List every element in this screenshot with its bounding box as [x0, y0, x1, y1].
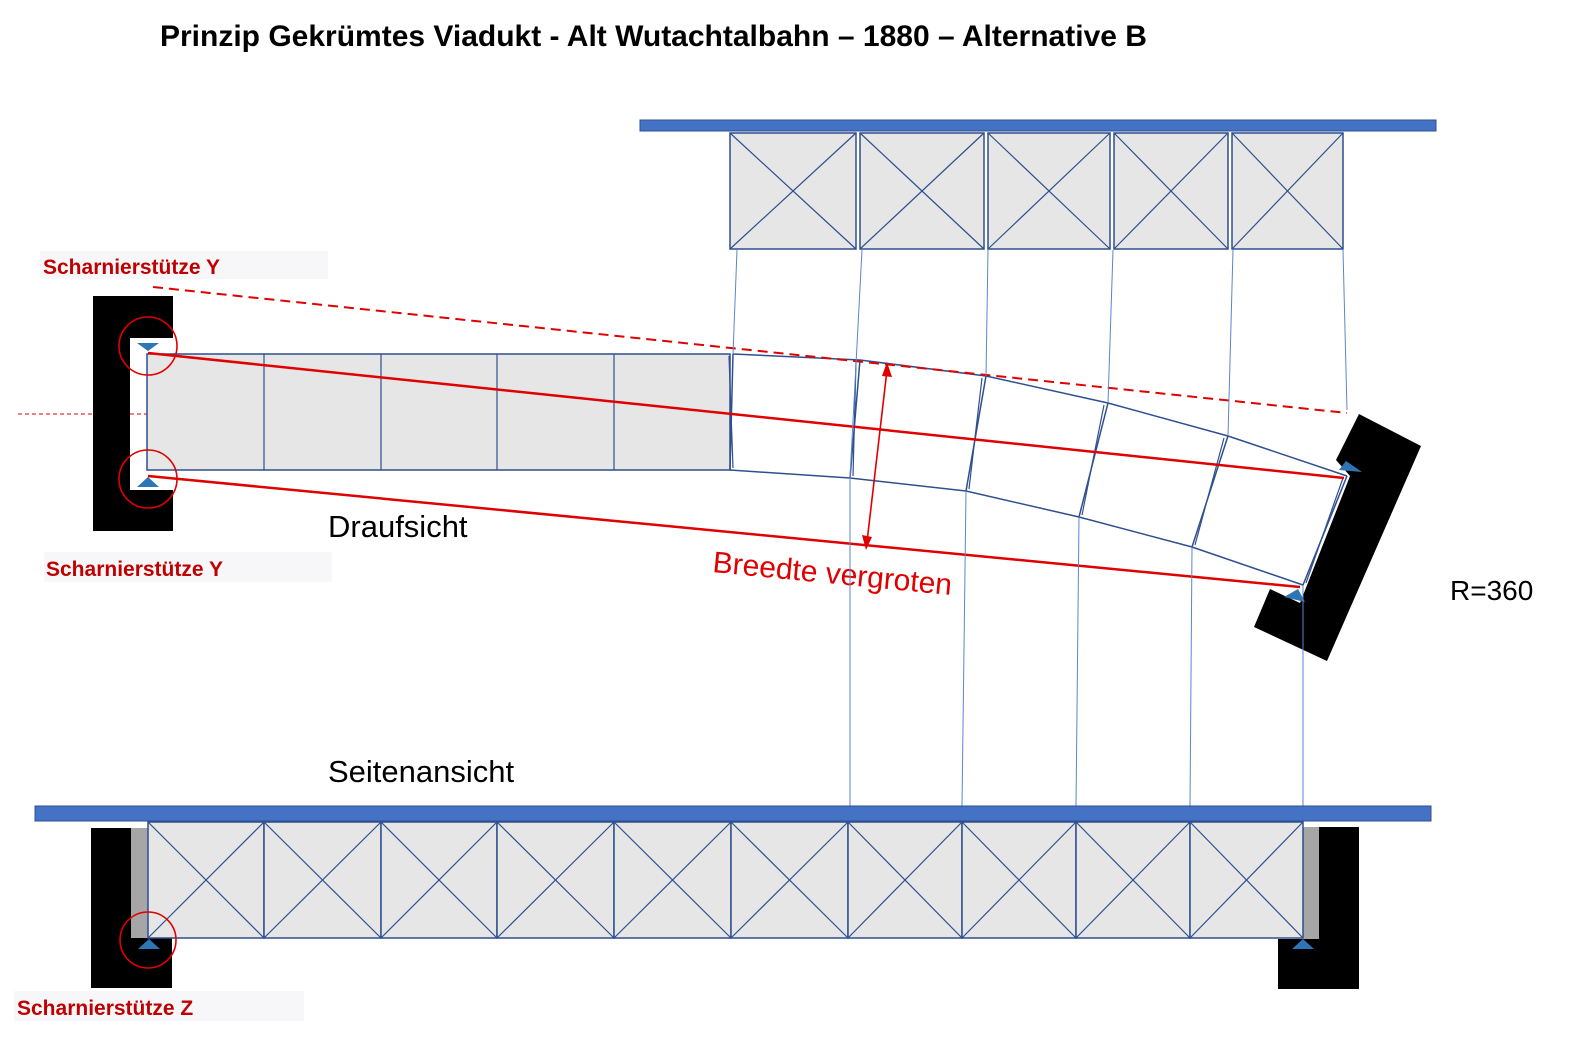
side-truss-panel	[496, 821, 615, 939]
curved-panel-divider	[728, 355, 734, 469]
projection-lines	[732, 249, 1348, 807]
diagram-title: Prinzip Gekrümtes Viadukt - Alt Wutachta…	[160, 20, 1147, 53]
projection-line	[961, 490, 967, 807]
curved-bottom-edge	[729, 469, 1304, 586]
upper-truss-panel	[1113, 132, 1229, 250]
projection-line	[1075, 516, 1080, 807]
side-hinge-right	[1292, 939, 1314, 949]
upper-deck-bar	[639, 119, 1437, 132]
upper-truss-panel	[987, 132, 1111, 250]
straight-deck	[146, 353, 731, 471]
side-truss-panel	[1075, 821, 1191, 939]
curved-panel-divider	[1194, 437, 1225, 546]
dashed-outer-line	[152, 286, 1348, 414]
curved-top-edge	[732, 353, 1348, 477]
side-left-abutment	[91, 828, 132, 988]
support-label-y-top: Scharnierstütze Y	[43, 256, 220, 279]
side-truss-panel	[147, 821, 265, 939]
upper-red-line	[147, 351, 1345, 480]
upper-truss-panels	[729, 132, 1344, 250]
projection-line	[849, 249, 863, 479]
upper-truss-panel	[1231, 132, 1344, 250]
side-right-abutment	[1318, 827, 1359, 989]
side-truss-panel	[847, 821, 963, 939]
width-increase-label: Breedte vergroten	[711, 546, 953, 602]
width-arrow	[862, 362, 892, 550]
side-truss-panels	[147, 821, 1304, 939]
curved-panel-divider	[1081, 404, 1105, 516]
curved-panel-divider	[1305, 477, 1344, 584]
radius-label: R=360	[1450, 575, 1533, 606]
top-view-label: Draufsicht	[328, 509, 468, 544]
hinge-top-right	[1339, 461, 1362, 472]
side-view: Seitenansicht	[34, 754, 1432, 989]
projection-line	[1107, 249, 1114, 404]
left-abutment	[93, 296, 173, 531]
hinge-bottom-left	[137, 477, 159, 487]
support-label-z: Scharnierstütze Z	[17, 997, 193, 1020]
hinge-top-left	[137, 343, 159, 351]
curved-panel-divider	[968, 377, 983, 490]
upper-truss-panel	[859, 132, 985, 250]
side-hinge-circle	[119, 911, 177, 969]
side-truss-panel	[961, 821, 1077, 939]
upper-truss-elevation	[639, 119, 1437, 250]
projection-line	[1227, 249, 1234, 437]
side-deck-bar	[34, 805, 1432, 822]
side-truss-panel	[730, 821, 849, 939]
side-truss-panel	[1189, 821, 1304, 939]
side-right-bearing	[1303, 827, 1319, 939]
side-truss-panel	[380, 821, 498, 939]
projection-line	[732, 249, 738, 355]
side-truss-panel	[613, 821, 732, 939]
hinge-bottom-right	[1284, 589, 1305, 602]
side-left-bearing	[131, 828, 148, 938]
straight-section	[146, 353, 731, 471]
lower-red-line	[147, 474, 1301, 589]
top-view: Breedte vergroten Draufsicht R=360	[18, 286, 1533, 661]
side-hinge-left	[138, 939, 160, 949]
projection-line	[1189, 546, 1193, 807]
support-label-y-bottom: Scharnierstütze Y	[46, 558, 223, 581]
right-abutment	[1254, 414, 1421, 661]
hinge-circle-top	[118, 316, 178, 376]
projection-line	[985, 249, 989, 377]
side-view-label: Seitenansicht	[328, 754, 515, 789]
projection-line	[1342, 249, 1348, 411]
side-truss-panel	[263, 821, 382, 939]
upper-truss-panel	[729, 132, 857, 250]
